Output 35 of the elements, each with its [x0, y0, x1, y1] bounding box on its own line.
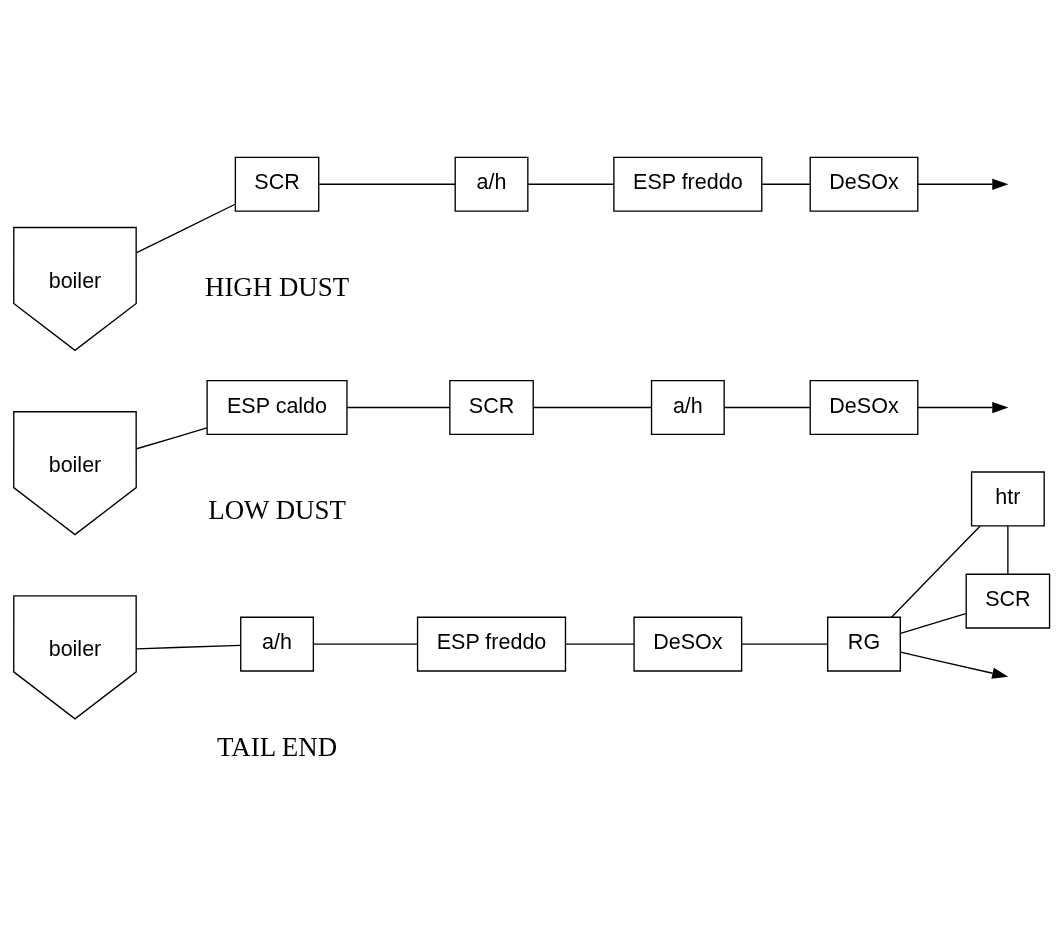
- connector: [312, 643, 419, 645]
- node-box: RG: [827, 616, 901, 672]
- node-box: SCR: [234, 156, 320, 212]
- node-box: DeSOx: [809, 379, 919, 435]
- node-box: a/h: [650, 379, 725, 435]
- node-box: DeSOx: [633, 616, 743, 672]
- connector: [741, 643, 828, 645]
- connector: [136, 426, 208, 449]
- node-box: SCR: [965, 573, 1051, 629]
- label: TAIL END: [217, 731, 338, 762]
- label: HIGH DUST: [205, 271, 350, 302]
- connector: [136, 203, 236, 253]
- connector: [899, 612, 967, 634]
- node-box: ESP freddo: [613, 156, 763, 212]
- node-box: htr: [970, 470, 1045, 526]
- connector: [532, 406, 652, 408]
- node-box: a/h: [240, 616, 315, 672]
- node-box: ESP freddo: [416, 616, 567, 672]
- node-box: ESP caldo: [206, 379, 348, 435]
- node-box: SCR: [449, 379, 534, 435]
- node-box: a/h: [454, 156, 529, 212]
- label: LOW DUST: [208, 494, 346, 525]
- arrow: [917, 401, 1009, 413]
- connector: [527, 183, 615, 185]
- connector: [318, 183, 456, 185]
- connector: [890, 525, 981, 618]
- node-box: DeSOx: [809, 156, 919, 212]
- connector: [564, 643, 635, 645]
- connector: [1007, 524, 1009, 575]
- connector: [346, 406, 451, 408]
- arrow: [899, 651, 1009, 679]
- connector: [723, 406, 811, 408]
- connector: [136, 644, 242, 649]
- arrow: [917, 178, 1009, 190]
- connector: [761, 183, 811, 185]
